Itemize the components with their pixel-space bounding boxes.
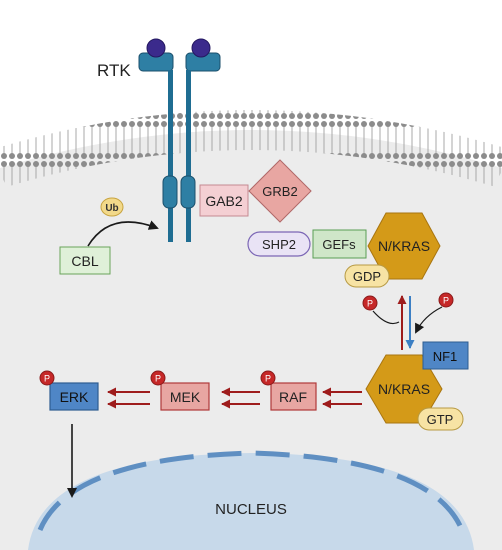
phosphate-in-arrow <box>372 310 400 325</box>
arrow-raf-to-mek <box>221 387 260 409</box>
shp2-pill <box>247 231 311 257</box>
plasma-membrane <box>0 110 502 188</box>
cbl-box <box>59 246 111 275</box>
raf-node: RAF P <box>260 370 317 411</box>
erk-label: ERK <box>60 389 89 405</box>
gdp-gtp-exchange: P P <box>362 292 454 350</box>
nucleus-label: NUCLEUS <box>215 501 287 518</box>
arrow-mek-to-erk <box>107 387 150 409</box>
ras-gdp-complex: N/KRAS GDP <box>344 212 441 288</box>
rtk-receptor: RTK <box>97 38 221 242</box>
erk-phosphate-label: P <box>44 374 50 384</box>
adaptor-complex: GAB2 GRB2 SHP2 GEFs <box>199 159 367 259</box>
ras-gdp-label: N/KRAS <box>378 238 430 254</box>
mek-node: MEK P <box>150 370 210 411</box>
rtk-right-kinase-domain <box>180 175 196 209</box>
erk-box <box>49 382 99 411</box>
gtp-label: GTP <box>427 412 454 427</box>
phosphate-in-label: P <box>367 299 373 309</box>
ras-gtp-complex: N/KRAS NF1 GTP <box>365 341 469 431</box>
nucleus <box>28 453 474 550</box>
gefs-label: GEFs <box>322 237 356 252</box>
raf-phosphate <box>260 370 276 386</box>
cbl-label: CBL <box>71 253 98 269</box>
gtp-pill <box>417 407 464 431</box>
nf1-label: NF1 <box>433 349 458 364</box>
ras-gtp-label: N/KRAS <box>378 381 430 397</box>
phosphate-in <box>362 295 378 311</box>
mek-phosphate-label: P <box>155 374 161 384</box>
shp2-label: SHP2 <box>262 237 296 252</box>
mek-phosphate <box>150 370 166 386</box>
raf-box <box>270 382 317 411</box>
ub-label: Ub <box>105 203 118 214</box>
rtk-left-kinase-domain <box>162 175 178 209</box>
phosphate-out-arrow <box>415 306 443 334</box>
phosphate-out-label: P <box>443 296 449 306</box>
rtk-right-chain <box>186 70 191 242</box>
mek-box <box>160 382 210 411</box>
gdp-pill <box>344 264 390 288</box>
raf-phosphate-label: P <box>265 374 271 384</box>
raf-label: RAF <box>279 389 307 405</box>
mek-label: MEK <box>170 389 201 405</box>
arrow-ras-to-raf <box>322 387 362 409</box>
erk-phosphate <box>39 370 55 386</box>
erk-node: ERK P <box>39 370 99 411</box>
cbl-group: Ub CBL <box>59 197 159 275</box>
rtk-left-chain <box>168 70 173 242</box>
phosphate-out <box>438 292 454 308</box>
nf1-box <box>422 341 469 370</box>
ligand-right <box>191 38 211 58</box>
ligand-left <box>146 38 166 58</box>
ub-badge <box>100 197 124 217</box>
rtk-label: RTK <box>97 61 131 80</box>
grb2-label: GRB2 <box>262 184 297 199</box>
grb2-diamond <box>248 159 312 223</box>
gab2-box <box>199 184 249 217</box>
gab2-label: GAB2 <box>205 193 243 209</box>
gdp-label: GDP <box>353 269 381 284</box>
gefs-box <box>312 229 367 259</box>
cbl-ubiquitination-arrow <box>87 220 159 247</box>
ras-gdp-hexagon <box>367 212 441 280</box>
